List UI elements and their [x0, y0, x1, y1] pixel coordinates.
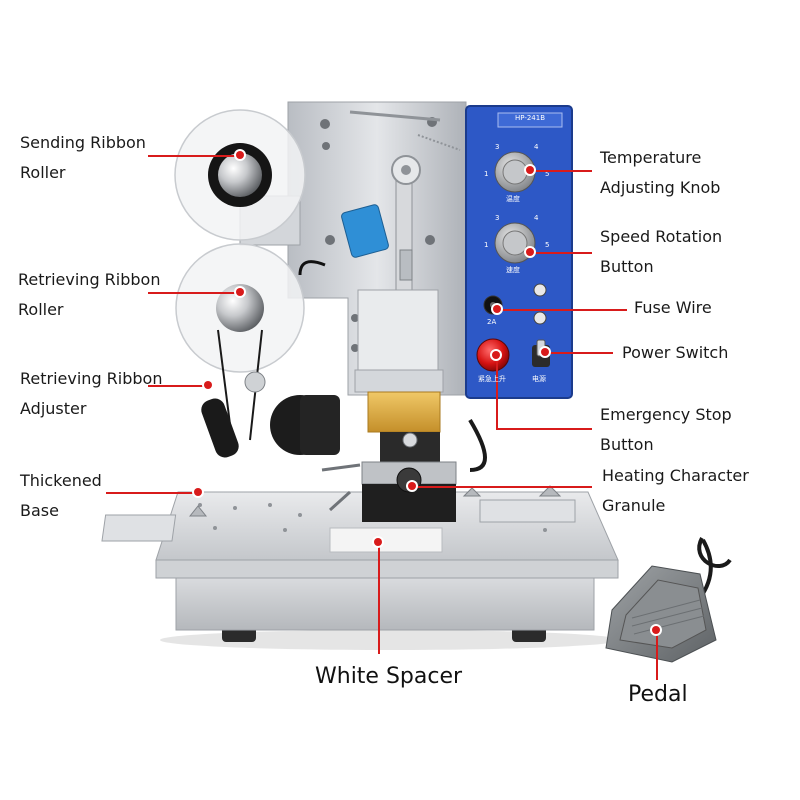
leader-emergency-h — [496, 428, 592, 430]
retrieving-ribbon-adjuster — [201, 371, 340, 458]
marker-sending-ribbon — [236, 151, 244, 159]
heater-assembly — [321, 289, 457, 522]
panel-fuse-rating: 2A — [487, 318, 497, 326]
base-shadow — [160, 630, 620, 650]
label-thickened-base: Thickened Base — [20, 471, 102, 520]
marker-emergency — [492, 351, 500, 359]
leader-pedal — [656, 630, 658, 680]
leader-retrieving-roller — [148, 292, 240, 294]
leader-heating — [412, 486, 592, 488]
label-pedal: Pedal — [628, 682, 688, 707]
marker-adjuster — [204, 381, 212, 389]
leader-base — [106, 492, 198, 494]
svg-text:3: 3 — [495, 214, 499, 222]
marker-base — [194, 488, 202, 496]
svg-text:1: 1 — [484, 170, 488, 178]
marker-retrieving-roller — [236, 288, 244, 296]
svg-text:4: 4 — [534, 143, 539, 151]
label-retrieving-ribbon-roller: Retrieving Ribbon Roller — [18, 270, 161, 319]
label-emergency-stop: Emergency Stop Button — [600, 405, 732, 454]
panel-power-caption: 电源 — [532, 375, 546, 383]
leader-speed — [530, 252, 592, 254]
label-temperature-knob: Temperature Adjusting Knob — [600, 148, 721, 197]
foot-pedal — [605, 565, 717, 663]
marker-pedal — [652, 626, 660, 634]
sending-ribbon-roller — [174, 109, 306, 241]
panel-speed-caption: 速度 — [506, 266, 520, 274]
marker-speed — [526, 248, 534, 256]
marker-temperature — [526, 166, 534, 174]
svg-text:3: 3 — [495, 143, 499, 151]
panel-emergency-caption: 紧急上升 — [478, 375, 506, 383]
label-speed-rotation: Speed Rotation Button — [600, 227, 723, 276]
label-retrieving-ribbon-adjuster: Retrieving Ribbon Adjuster — [20, 369, 163, 418]
marker-power — [541, 348, 549, 356]
label-heating-granule: Heating Character Granule — [602, 466, 749, 515]
white-spacer — [329, 527, 443, 553]
retrieving-ribbon-roller — [175, 243, 305, 441]
label-fuse-wire: Fuse Wire — [634, 298, 712, 317]
label-power-switch: Power Switch — [622, 343, 729, 362]
svg-text:4: 4 — [534, 214, 539, 222]
leader-temperature — [530, 170, 592, 172]
svg-text:1: 1 — [484, 241, 488, 249]
svg-text:5: 5 — [545, 241, 549, 249]
marker-white-spacer — [374, 538, 382, 546]
panel-model-label: HP-241B — [514, 114, 546, 122]
marker-heating — [408, 482, 416, 490]
leader-sending-ribbon — [148, 155, 240, 157]
leader-fuse — [497, 309, 627, 311]
leader-power — [545, 352, 613, 354]
label-sending-ribbon-roller: Sending Ribbon Roller — [20, 133, 146, 182]
thickened-base — [101, 485, 619, 631]
leader-emergency-v — [496, 355, 498, 429]
panel-temp-caption: 温度 — [506, 195, 520, 203]
svg-text:5: 5 — [545, 170, 549, 178]
sensor — [341, 204, 389, 258]
marker-fuse — [493, 305, 501, 313]
label-white-spacer: White Spacer — [315, 664, 463, 689]
leader-adjuster — [148, 385, 208, 387]
leader-white-spacer — [378, 542, 380, 654]
